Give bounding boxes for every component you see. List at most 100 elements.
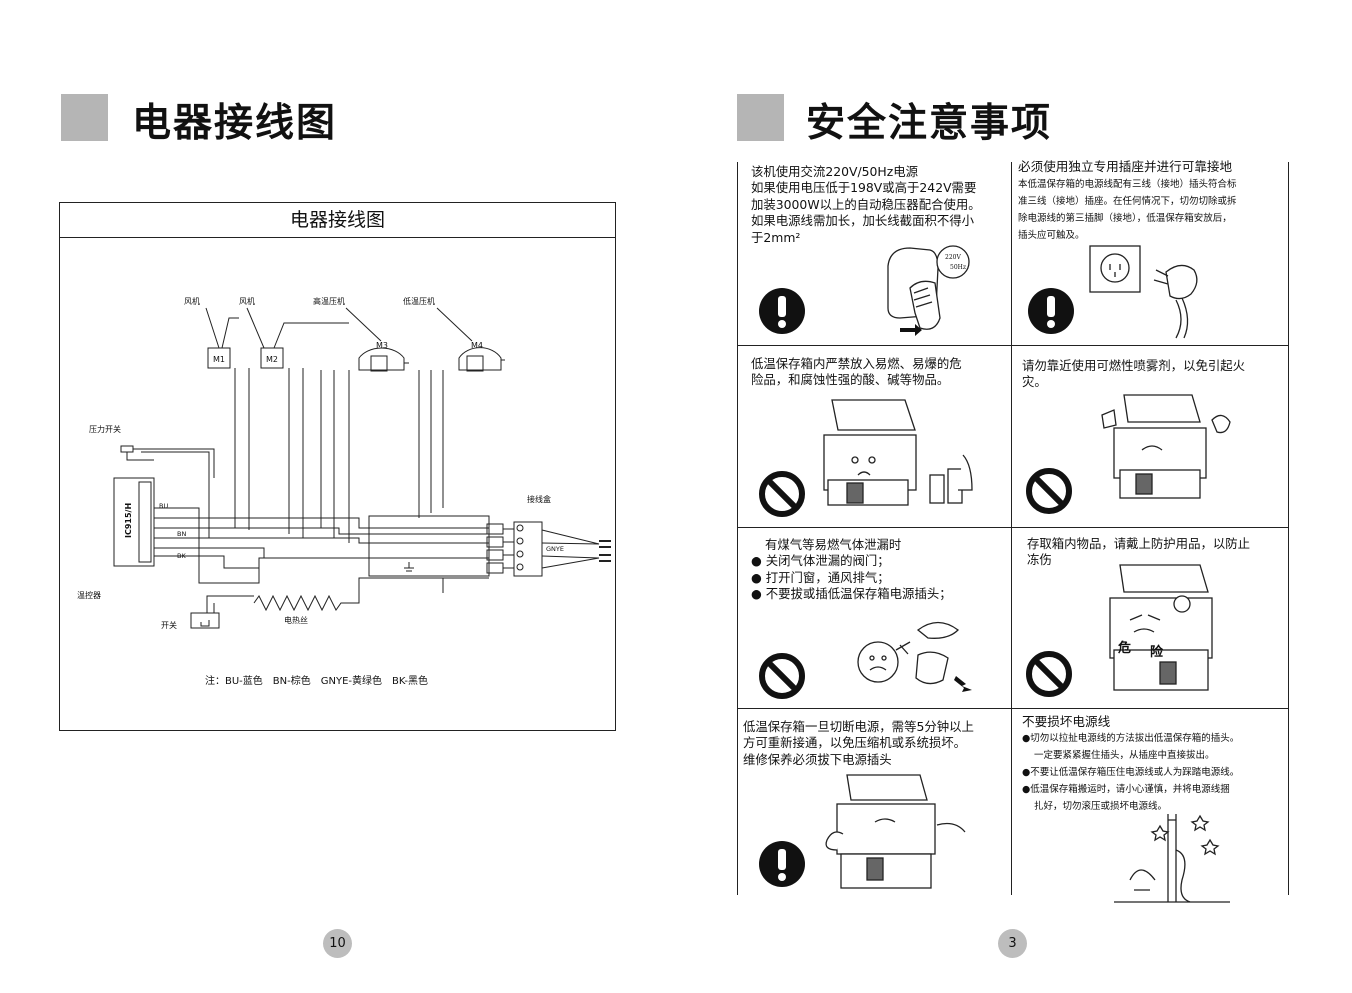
exclamation-icon xyxy=(759,288,805,334)
bullet-dot-icon: ● xyxy=(751,586,762,602)
label-m1: M1 xyxy=(213,355,225,364)
cell-line: 准三线（接地）插座。在任何情况下，切勿切除或拆 xyxy=(1018,196,1237,207)
bullet-continuation: 一定要紧紧握住插头，从插座中直接拔出。 xyxy=(1034,750,1215,761)
cell-line: 请勿靠近使用可燃性喷雾剂，以免引起火 xyxy=(1022,358,1246,373)
bullet-item: ●不要让低温保存箱压住电源线或人为踩踏电源线。 xyxy=(1022,764,1286,781)
bullet-item: ● 打开门窗，通风排气； xyxy=(751,570,1009,586)
safety-cell-cord: 不要损坏电源线 ●切勿以拉扯电源线的方法拔出低温保存箱的插头。 一定要紧紧握住插… xyxy=(1022,713,1286,815)
socket-frequency-label: 50Hz xyxy=(950,264,966,271)
label-switch: 开关 xyxy=(161,620,177,630)
prohibited-icon xyxy=(759,471,805,517)
damaged-cord-illustration xyxy=(1114,814,1230,903)
heater-element xyxy=(253,577,489,612)
label-heater: 电热丝 xyxy=(284,615,308,625)
wiring-diagram: 风机 风机 高温压机 低温压机 压力开关 温控器 开关 电热丝 接线盒 M1 M… xyxy=(77,296,611,630)
bullet-dot-icon: ● xyxy=(751,553,762,569)
danger-label-2: 险 xyxy=(1150,644,1164,660)
freezer-unplug-illustration xyxy=(825,774,966,889)
bullet-dot-icon: ● xyxy=(1022,767,1031,778)
cell-line: 插头应可触及。 xyxy=(1018,230,1085,241)
cell-line: 方可重新接通，以免压缩机或系统损坏。 xyxy=(743,735,967,751)
label-low-temp-compressor: 低温压机 xyxy=(403,296,435,306)
bullet-dot-icon: ● xyxy=(1022,733,1031,744)
prohibited-icon xyxy=(1026,468,1072,514)
cell-heading: 不要损坏电源线 xyxy=(1022,714,1111,729)
cell-line: 灾。 xyxy=(1022,374,1047,390)
page-number-right: 3 xyxy=(998,929,1027,958)
bullet-item: ●切勿以拉扯电源线的方法拔出低温保存箱的插头。 xyxy=(1022,730,1286,747)
label-junction-box: 接线盒 xyxy=(527,494,551,504)
junction-box xyxy=(513,521,543,577)
title-marker-left xyxy=(61,94,108,141)
safety-cell-power-off: 低温保存箱一旦切断电源，需等5分钟以上 方可重新接通，以免压缩机或系统损坏。 维… xyxy=(743,719,1009,768)
bullet-dot-icon: ● xyxy=(751,569,762,585)
grid-line-row-2 xyxy=(737,527,1289,528)
title-marker-right xyxy=(737,94,784,141)
safety-cell-flammables: 低温保存箱内严禁放入易燃、易爆的危 险品，和腐蚀性强的酸、碱等物品。 xyxy=(751,356,1009,389)
cell-heading: 必须使用独立专用插座并进行可靠接地 xyxy=(1018,159,1233,174)
wire-code-bk: BK xyxy=(177,552,186,560)
power-switch xyxy=(190,612,220,629)
exclamation-icon xyxy=(1028,288,1074,334)
freezer-spray-illustration xyxy=(1101,394,1231,499)
color-code-note: 注：BU-蓝色 BN-棕色 GNYE-黄绿色 BK-黑色 xyxy=(205,676,428,687)
page-number-left: 10 xyxy=(323,929,352,958)
freezer-danger-illustration: 危 险 xyxy=(1109,564,1213,691)
safety-cell-power-supply: 该机使用交流220V/50Hz电源 如果使用电压低于198V或高于242V需要 … xyxy=(751,164,1009,246)
safety-cell-gas-leak: 有煤气等易燃气体泄漏时 ● 关闭气体泄漏的阀门； ● 打开门窗，通风排气； ● … xyxy=(751,537,1009,603)
grid-line-right xyxy=(1288,162,1289,895)
safety-cell-frostbite: 存取箱内物品，请戴上防护用品，以防止 冻伤 xyxy=(1027,536,1285,569)
bullet-item: ● 不要拔或插低温保存箱电源插头； xyxy=(751,586,1009,602)
cell-heading: 有煤气等易燃气体泄漏时 xyxy=(765,537,902,552)
prohibited-icon xyxy=(759,653,805,699)
grid-line-left xyxy=(737,162,738,895)
danger-label-1: 危 xyxy=(1118,640,1131,656)
cell-line: 于2mm² xyxy=(751,229,801,245)
label-m4: M4 xyxy=(471,341,483,350)
bullet-item: ● 关闭气体泄漏的阀门； xyxy=(751,553,1009,569)
label-m2: M2 xyxy=(266,355,278,364)
page-title-left: 电器接线图 xyxy=(132,101,338,146)
bullet-text: 切勿以拉扯电源线的方法拔出低温保存箱的插头。 xyxy=(1030,733,1240,744)
cell-line: 该机使用交流220V/50Hz电源 xyxy=(751,164,919,179)
grid-line-row-3 xyxy=(737,708,1289,709)
grid-line-middle xyxy=(1011,162,1012,895)
prohibited-icon xyxy=(1026,651,1072,697)
gas-leak-illustration xyxy=(857,621,972,692)
controller-ic915 xyxy=(113,477,155,567)
compressor-m4 xyxy=(458,347,502,371)
cell-line: 除电源线的第三插脚（接地），低温保存箱安放后， xyxy=(1018,213,1232,224)
bullet-text: 打开门窗，通风排气； xyxy=(765,569,890,585)
label-thermostat: 温控器 xyxy=(77,590,101,600)
label-controller: IC915/H xyxy=(124,503,133,538)
socket-voltage-label: 220V xyxy=(945,254,961,261)
cell-line: 如果电源线需加长，加长线截面积不得小 xyxy=(751,213,975,229)
label-m3: M3 xyxy=(376,341,388,350)
diagram-heading: 电器接线图 xyxy=(60,203,615,238)
cell-line: 低温保存箱一旦切断电源，需等5分钟以上 xyxy=(743,719,974,734)
wire-code-bu: BU xyxy=(159,502,168,510)
bullet-text: 不要让低温保存箱压住电源线或人为踩踏电源线。 xyxy=(1030,767,1240,778)
bullet-text: 关闭气体泄漏的阀门； xyxy=(765,553,890,569)
label-fan-1: 风机 xyxy=(184,296,200,306)
bullet-continuation: 扎好，切勿滚压或损坏电源线。 xyxy=(1034,801,1168,812)
cell-line: 存取箱内物品，请戴上防护用品，以防止 xyxy=(1027,536,1251,551)
safety-cell-grounding: 必须使用独立专用插座并进行可靠接地 本低温保存箱的电源线配有三线（接地）插头符合… xyxy=(1018,158,1286,244)
cell-line: 维修保养必须拔下电源插头 xyxy=(743,751,892,767)
safety-cell-spray: 请勿靠近使用可燃性喷雾剂，以免引起火 灾。 xyxy=(1022,358,1284,391)
bullet-text: 低温保存箱搬运时，请小心谨慎，并将电源线捆 xyxy=(1030,784,1230,795)
cell-line: 冻伤 xyxy=(1027,552,1052,568)
wire-code-bn: BN xyxy=(177,530,186,538)
compressor-m3 xyxy=(358,347,405,371)
label-pressure-switch: 压力开关 xyxy=(89,424,121,434)
grounded-socket-plug-illustration xyxy=(1089,245,1198,339)
wiring-diagram-frame: 电器接线图 xyxy=(59,202,616,731)
wire-code-gnye: GNYE xyxy=(546,545,564,553)
voltage-socket-illustration: 220V 50Hz xyxy=(887,245,970,336)
freezer-flammables-illustration xyxy=(823,399,973,506)
bullet-text: 不要拔或插低温保存箱电源插头； xyxy=(765,586,952,602)
cell-line: 如果使用电压低于198V或高于242V需要 xyxy=(751,180,977,196)
bullet-dot-icon: ● xyxy=(1022,784,1031,795)
label-fan-2: 风机 xyxy=(239,296,255,306)
cell-line: 低温保存箱内严禁放入易燃、易爆的危 xyxy=(751,356,962,371)
